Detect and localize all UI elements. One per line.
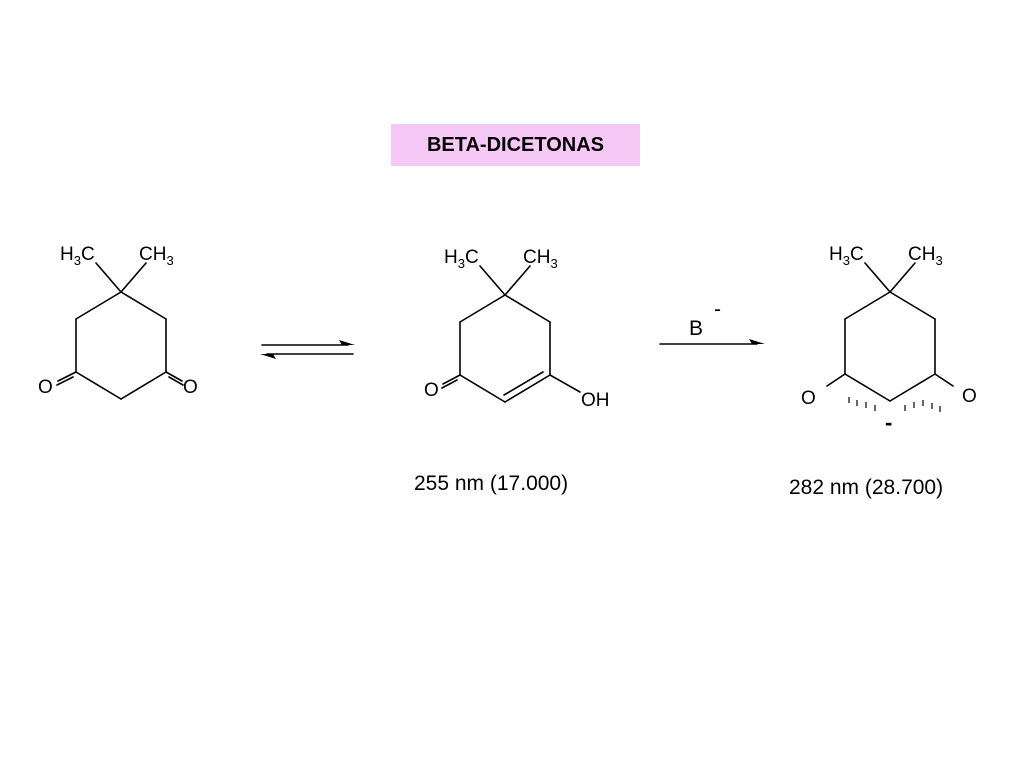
bond xyxy=(864,262,891,293)
bond xyxy=(503,371,544,396)
equilibrium-arrow xyxy=(260,340,355,359)
oxygen-label-right: O xyxy=(183,377,198,398)
bond xyxy=(549,374,581,393)
bond xyxy=(504,294,551,323)
bond xyxy=(504,265,531,296)
oxygen-label-left: O xyxy=(38,377,53,398)
methyl-label-left: H3C xyxy=(829,244,864,268)
bond xyxy=(459,294,506,323)
oxygen-label: O xyxy=(424,380,439,401)
bond xyxy=(934,373,954,387)
methyl-label-left: H3C xyxy=(60,244,95,268)
bond xyxy=(889,373,936,402)
anion-charge: - xyxy=(885,410,892,435)
arrowhead-forward xyxy=(339,340,355,345)
bond xyxy=(75,371,122,400)
bond xyxy=(165,371,183,382)
reaction-arrow: B - xyxy=(659,298,765,345)
bond xyxy=(441,379,458,389)
molecule-enol: H3C CH3 O OH xyxy=(424,247,610,411)
caption-enolate-absorption: 282 nm (28.700) xyxy=(789,476,944,499)
slide-title: BETA-DICETONAS xyxy=(426,134,605,156)
bond xyxy=(95,262,122,293)
bond xyxy=(120,262,147,293)
molecule-diketone: H3C CH3 O O xyxy=(38,244,198,400)
oxygen-label-left: O xyxy=(801,388,816,409)
hydroxyl-label: OH xyxy=(581,390,610,411)
bond xyxy=(56,376,74,386)
base-label: B xyxy=(689,317,703,340)
bond xyxy=(120,371,167,400)
molecule-enolate: H3C CH3 O O - xyxy=(801,244,977,435)
delocalization-dashes xyxy=(848,397,941,412)
arrowhead xyxy=(749,339,765,344)
arrowhead-backward xyxy=(260,354,276,359)
bond xyxy=(504,374,551,403)
methyl-label-right: CH3 xyxy=(139,244,174,268)
bond xyxy=(168,376,184,386)
methyl-label-right: CH3 xyxy=(523,247,558,271)
bond xyxy=(889,262,916,293)
bond xyxy=(442,374,461,385)
bond xyxy=(479,265,506,296)
bond xyxy=(459,374,506,403)
base-charge: - xyxy=(714,298,721,321)
bond xyxy=(889,291,936,320)
bond xyxy=(120,291,167,320)
bond xyxy=(826,373,846,387)
oxygen-label-right: O xyxy=(962,386,977,407)
bond xyxy=(844,373,891,402)
bond xyxy=(844,291,891,320)
bond xyxy=(75,291,122,320)
title-box: BETA-DICETONAS xyxy=(391,124,640,166)
caption-enol-absorption: 255 nm (17.000) xyxy=(414,472,569,495)
methyl-label-left: H3C xyxy=(444,247,479,271)
bond xyxy=(57,371,77,382)
methyl-label-right: CH3 xyxy=(908,244,943,268)
